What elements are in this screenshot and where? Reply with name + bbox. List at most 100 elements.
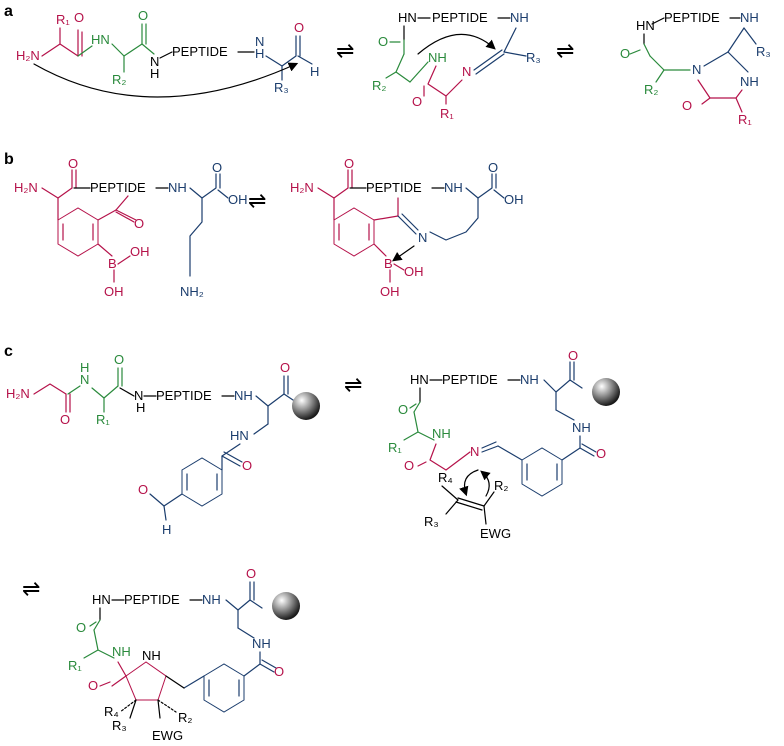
o-label: O (74, 10, 84, 25)
panel-a-imine-intermediate: HN PEPTIDE NH O R₂ NH O R₁ N R₃ (372, 10, 541, 121)
nh-label: NH (112, 644, 131, 659)
curved-arrow (33, 62, 299, 98)
peptide-label: PEPTIDE (432, 10, 488, 25)
o-label: O (114, 352, 124, 367)
r2-label: R₂ (178, 710, 192, 725)
panel-a: a H₂N R₁ O HN R₂ O N H PEPTIDE N H (4, 3, 771, 127)
panel-c-pyrrolidine-product: HN PEPTIDE NH O NH O O (68, 566, 300, 743)
o-label: O (488, 160, 498, 175)
o-label: O (280, 360, 290, 375)
panel-c-imine-dipolarophile: HN PEPTIDE NH O NH O N (388, 348, 620, 541)
h-label: H (310, 64, 319, 79)
hn-label: HN (91, 32, 110, 47)
r1-label: R₁ (738, 112, 752, 127)
nh-label: NH (202, 592, 221, 607)
h-label: H (136, 400, 145, 415)
curved-arrow (480, 470, 491, 497)
panel-a-imidazolidinone: HN PEPTIDE NH O R₂ N R₃ NH O R₁ (620, 10, 771, 127)
ewg-label: EWG (480, 526, 511, 541)
o-label: O (88, 678, 98, 693)
bond-red (41, 43, 79, 57)
o-label: O (344, 156, 354, 171)
n-label: N (418, 230, 427, 245)
nh-label: NH (428, 50, 447, 65)
r3-label: R₃ (526, 50, 541, 65)
o-label: O (246, 566, 256, 581)
nh-label: NH (740, 10, 759, 25)
h-label: H (80, 360, 89, 375)
oh-label: OH (404, 264, 424, 279)
oh-label: OH (380, 284, 400, 299)
panel-a-linear-peptide: H₂N R₁ O HN R₂ O N H PEPTIDE N H O (16, 8, 319, 98)
nh-label: NH (142, 648, 161, 663)
nh-label: NH (168, 180, 187, 195)
h2n-label: H₂N (14, 180, 38, 195)
hn-label: HN (636, 18, 655, 33)
oh-label: OH (104, 284, 124, 299)
peptide-label: PEPTIDE (664, 10, 720, 25)
nh-label: NH (572, 420, 591, 435)
o-label: O (138, 482, 148, 497)
oh-label: OH (130, 244, 150, 259)
o-label: O (76, 620, 86, 635)
peptide-label: PEPTIDE (172, 44, 228, 59)
o-label: O (294, 20, 304, 35)
o-label: O (60, 412, 70, 427)
r3-label: R₃ (424, 514, 439, 529)
r3-label: R₃ (274, 80, 289, 95)
n-label: N (462, 64, 471, 79)
n-label: N (134, 388, 143, 403)
resin-bead (292, 392, 320, 420)
b-label: B (384, 256, 393, 271)
h-label: H (255, 46, 264, 61)
nh-label: NH (234, 388, 253, 403)
panel-b: b H₂N O PEPTIDE NH O OH NH₂ (4, 151, 524, 299)
nh-label: NH (510, 10, 529, 25)
r1-label: R₁ (440, 106, 454, 121)
ewg-label: EWG (152, 728, 183, 743)
o-label: O (242, 458, 252, 473)
peptide-label: PEPTIDE (156, 388, 212, 403)
equilibrium-arrow: ⇌ (336, 38, 354, 63)
o-label: O (378, 34, 388, 49)
equilibrium-arrow: ⇌ (22, 576, 40, 601)
panel-a-label: a (4, 3, 13, 20)
nh-label: NH (444, 180, 463, 195)
panel-b-label: b (4, 151, 14, 168)
r1-label: R₁ (96, 412, 110, 427)
nh-label: NH (432, 426, 451, 441)
r1-label: R₁ (388, 440, 402, 455)
equilibrium-arrow: ⇌ (556, 38, 574, 63)
o-label: O (138, 8, 148, 23)
o-label: O (398, 402, 408, 417)
o-label: O (412, 94, 422, 109)
curved-arrow (459, 469, 479, 497)
resin-bead (592, 378, 620, 406)
panel-b-iminoboronate: H₂N O PEPTIDE NH O OH N B (290, 156, 524, 299)
n-label: N (692, 62, 701, 77)
nh-label: NH (520, 372, 539, 387)
oh-label: OH (228, 192, 248, 207)
nh-label: NH (740, 74, 759, 89)
h-label: H (162, 522, 171, 537)
nh-label: NH (252, 636, 271, 651)
oh-label: OH (504, 192, 524, 207)
peptide-label: PEPTIDE (124, 592, 180, 607)
o-label: O (134, 216, 144, 231)
n-label: N (80, 372, 89, 387)
n-label: N (255, 34, 264, 49)
r1-label: R₁ (68, 658, 82, 673)
equilibrium-arrow: ⇌ (248, 188, 266, 213)
o-label: O (212, 160, 222, 175)
r3-label: R₃ (112, 718, 127, 733)
o-label: O (620, 46, 630, 61)
r4-label: R₄ (104, 704, 119, 719)
peptide-label: PEPTIDE (90, 180, 146, 195)
r2-label: R₂ (372, 78, 386, 93)
o-label: O (568, 348, 578, 363)
hn-label: HN (92, 592, 111, 607)
b-label: B (108, 256, 117, 271)
nh2-label: NH₂ (180, 284, 204, 299)
dative-arrow (392, 245, 415, 262)
